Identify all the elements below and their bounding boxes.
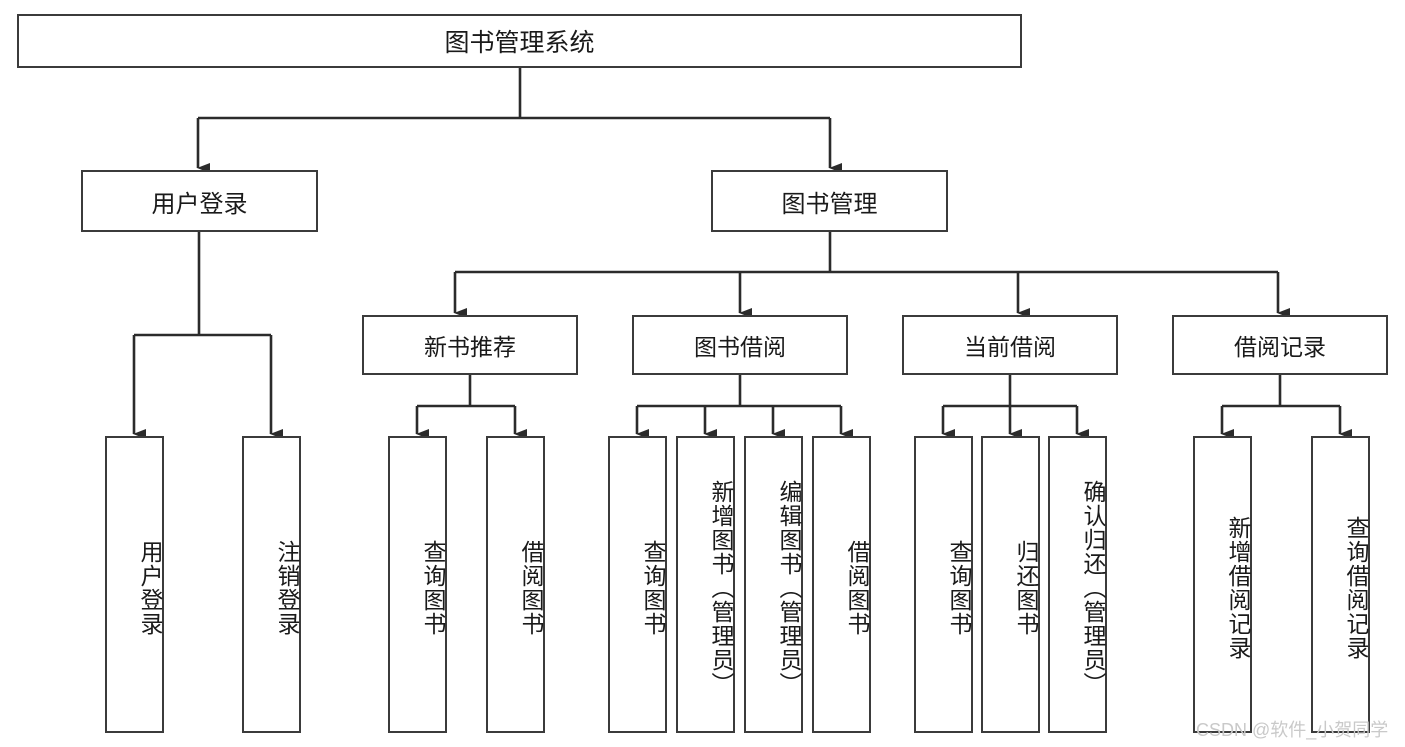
node-label: 新增借阅记录 (1225, 515, 1251, 660)
node-label: 图书管理系统 (444, 29, 595, 57)
leaf-add-book-admin[interactable]: 新增图书（管理员） (676, 436, 735, 733)
leaf-borrow-book-recommend[interactable]: 借阅图书 (486, 436, 545, 733)
leaf-add-borrow-record[interactable]: 新增借阅记录 (1193, 436, 1252, 733)
node-label: 用户登录 (137, 539, 163, 636)
node-new-book-recommend[interactable]: 新书推荐 (362, 315, 578, 375)
node-label: 借阅图书 (518, 539, 544, 636)
node-root-system[interactable]: 图书管理系统 (17, 14, 1022, 68)
node-label: 图书管理 (781, 190, 878, 218)
leaf-query-borrow-record[interactable]: 查询借阅记录 (1311, 436, 1370, 733)
node-label: 图书借阅 (694, 334, 786, 360)
leaf-borrow-book[interactable]: 借阅图书 (812, 436, 871, 733)
node-label: 注销登录 (274, 539, 300, 636)
node-label: 查询图书 (420, 539, 446, 636)
node-label: 确认归还（管理员） (1080, 479, 1106, 696)
node-label: 新书推荐 (424, 334, 516, 360)
node-label: 归还图书 (1013, 539, 1039, 636)
node-user-login[interactable]: 用户登录 (81, 170, 318, 232)
leaf-user-login[interactable]: 用户登录 (105, 436, 164, 733)
node-book-borrow[interactable]: 图书借阅 (632, 315, 848, 375)
node-label: 查询图书 (640, 539, 666, 636)
leaf-logout[interactable]: 注销登录 (242, 436, 301, 733)
leaf-return-book[interactable]: 归还图书 (981, 436, 1040, 733)
node-label: 查询借阅记录 (1343, 515, 1369, 660)
node-label: 借阅记录 (1234, 334, 1326, 360)
leaf-confirm-return-admin[interactable]: 确认归还（管理员） (1048, 436, 1107, 733)
node-label: 查询图书 (946, 539, 972, 636)
csdn-watermark: CSDN @软件_小贺同学 (1196, 720, 1389, 740)
node-label: 编辑图书（管理员） (776, 479, 802, 696)
node-label: 借阅图书 (844, 539, 870, 636)
leaf-query-book-current[interactable]: 查询图书 (914, 436, 973, 733)
node-label: 用户登录 (151, 190, 248, 218)
node-borrow-record[interactable]: 借阅记录 (1172, 315, 1388, 375)
node-label: 新增图书（管理员） (708, 479, 734, 696)
leaf-edit-book-admin[interactable]: 编辑图书（管理员） (744, 436, 803, 733)
node-label: 当前借阅 (964, 334, 1056, 360)
leaf-query-book-borrow[interactable]: 查询图书 (608, 436, 667, 733)
leaf-query-book-recommend[interactable]: 查询图书 (388, 436, 447, 733)
node-current-borrow[interactable]: 当前借阅 (902, 315, 1118, 375)
node-book-management[interactable]: 图书管理 (711, 170, 948, 232)
